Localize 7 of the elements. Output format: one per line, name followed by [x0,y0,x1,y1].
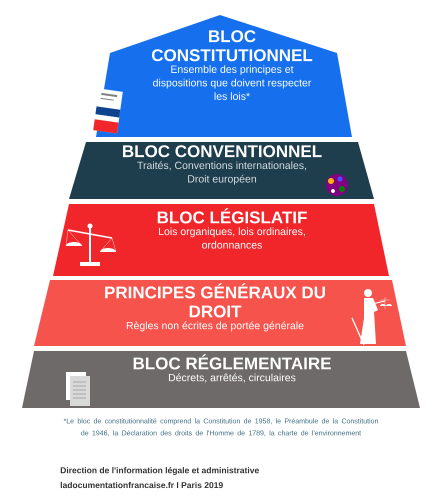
pyramid-band: BLOC LÉGISLATIF Lois organiques, lois ordinaires, ordonnances [53,204,389,276]
footer-text: Direction de l'information légale et administrative [60,466,259,476]
pyramid-band: PRINCIPES GÉNÉRAUX DU DROIT Règles non écrites de portée générale [34,280,406,346]
pyramid-band: BLOC CONSTITUTIONNEL Ensemble des principes et dispositions que doivent respecter les lois* [96,15,352,137]
footer-text: ladocumentationfrancaise.fr I Paris 2019 [60,482,223,488]
pyramid-band: BLOC RÉGLEMENTAIRE Décrets, arrêtés, circulaires [22,351,420,408]
pyramid-band: BLOC CONVENTIONNEL Traités, Conventions internationales, Droit européen [69,142,374,199]
